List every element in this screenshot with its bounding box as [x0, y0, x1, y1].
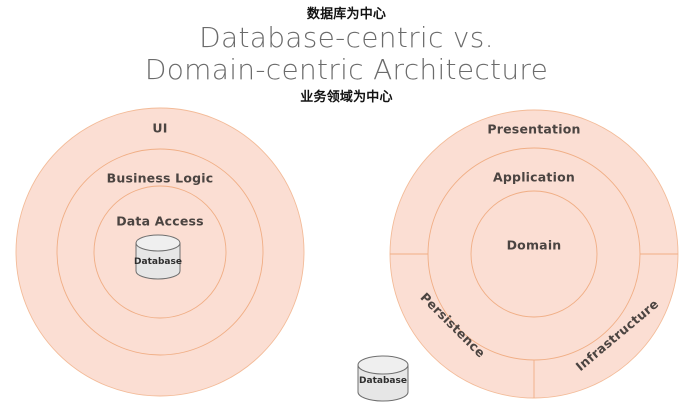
label-bottom-database: Database	[359, 376, 407, 386]
label-domain: Domain	[506, 237, 562, 253]
bottom-database-cylinder	[357, 355, 409, 402]
annotation-domain-centric: 业务领域为中心	[300, 90, 393, 105]
left-diagram-group	[15, 107, 305, 397]
label-data-access: Data Access	[116, 213, 204, 229]
label-application: Application	[493, 169, 575, 185]
annotation-database-centric: 数据库为中心	[306, 7, 387, 22]
label-ui: UI	[152, 120, 168, 136]
label-business-logic: Business Logic	[106, 170, 214, 186]
left-database-cylinder	[135, 234, 181, 280]
right-ring-domain	[470, 190, 598, 318]
label-left-database: Database	[134, 257, 182, 267]
label-presentation: Presentation	[487, 121, 581, 137]
right-diagram-group	[389, 109, 679, 399]
